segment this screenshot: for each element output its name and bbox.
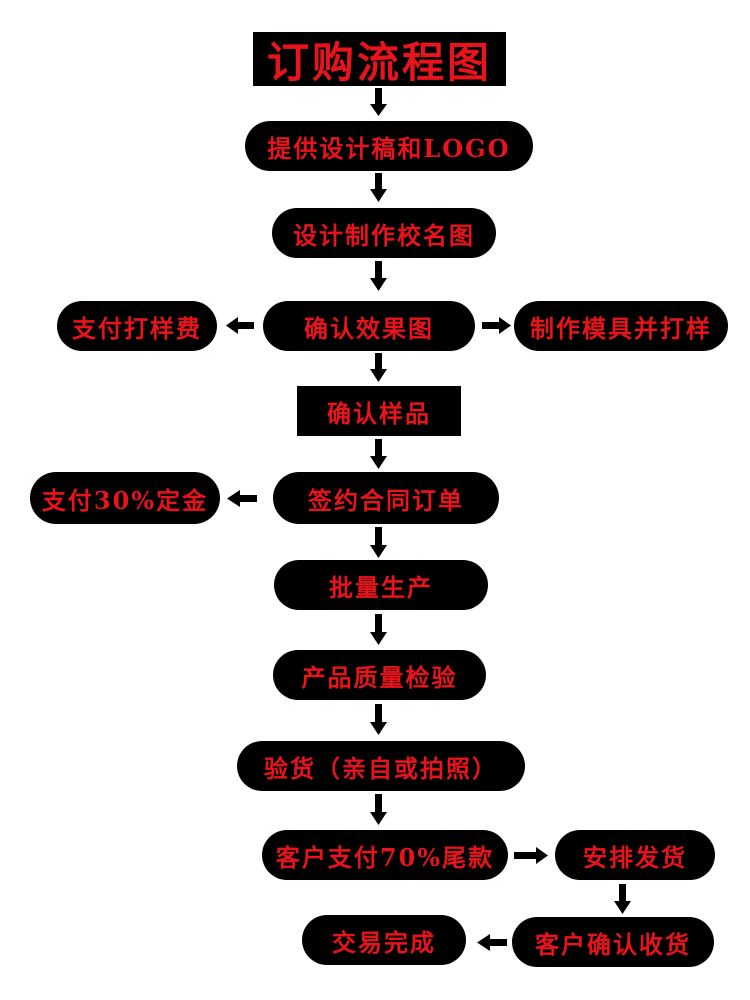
arrow-down-effect-to-sample (370, 353, 387, 382)
step-pay-sample-fee: 支付打样费 (57, 301, 217, 351)
step-arrange-shipping: 安排发货 (555, 830, 715, 880)
arrow-down-title-to-design (370, 88, 387, 116)
arrow-down-production-to-inspection (370, 614, 387, 645)
step-quality-inspection: 产品质量检验 (273, 650, 486, 700)
arrow-down-goods-to-balance (370, 794, 387, 825)
arrow-down-sample-to-contract (370, 439, 387, 469)
step-make-mold: 制作模具并打样 (514, 301, 728, 351)
arrow-down-design-to-drawing (370, 173, 387, 202)
step-design-drawing: 设计制作校名图 (272, 208, 496, 258)
arrow-right-effect-to-mold (482, 317, 511, 334)
step-pay-balance: 客户支付70%尾款 (262, 830, 508, 880)
arrow-down-shipping-to-receipt (614, 884, 631, 914)
step-pay-deposit: 支付30%定金 (30, 472, 220, 524)
arrow-left-effect-to-sample-fee (226, 317, 254, 334)
step-deal-complete: 交易完成 (302, 915, 466, 965)
step-confirm-receipt: 客户确认收货 (512, 917, 714, 967)
arrow-down-contract-to-production (370, 527, 387, 558)
step-confirm-sample: 确认样品 (297, 386, 461, 436)
step-mass-production: 批量生产 (274, 560, 488, 610)
arrow-left-contract-to-deposit (227, 490, 257, 507)
arrow-right-balance-to-shipping (514, 847, 548, 864)
page-title: 订购流程图 (253, 32, 506, 87)
step-provide-design: 提供设计稿和LOGO (245, 121, 533, 171)
step-inspect-goods: 验货（亲自或拍照） (237, 741, 525, 791)
step-sign-contract: 签约合同订单 (273, 472, 499, 524)
arrow-left-receipt-to-complete (477, 934, 507, 951)
step-confirm-effect: 确认效果图 (263, 301, 475, 351)
arrow-down-inspection-to-goods (370, 704, 387, 735)
arrow-down-drawing-to-effect (370, 261, 387, 291)
